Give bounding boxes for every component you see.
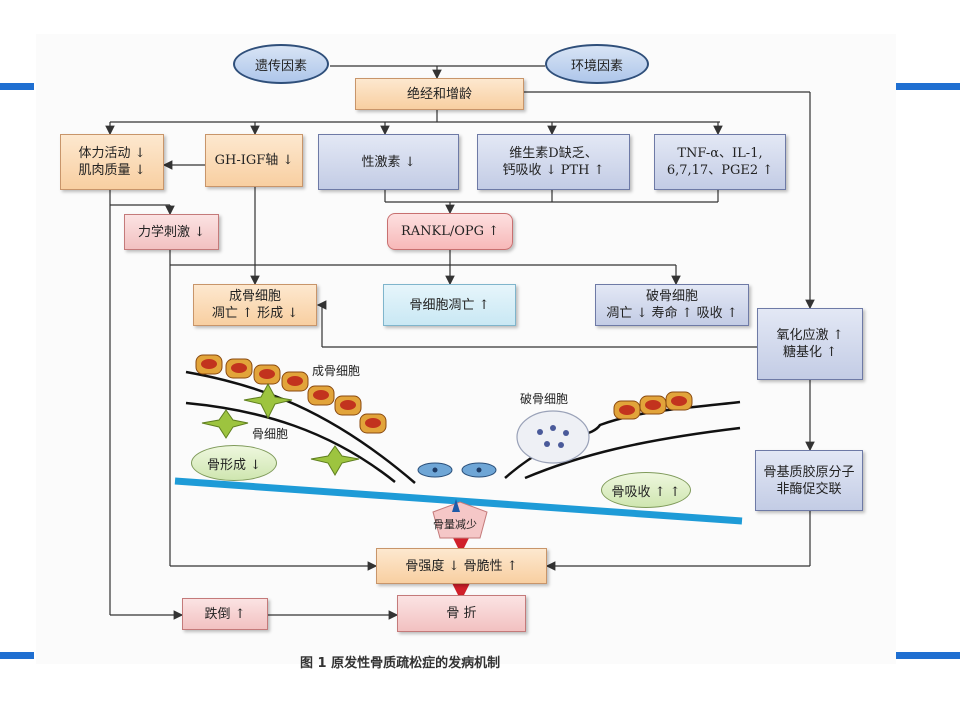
node-genetic-factors: 遗传因素: [233, 44, 329, 84]
node-sex-hormone: 性激素 ↓: [318, 134, 459, 190]
node-vitamin-d: 维生素D缺乏、 钙吸收 ↓ PTH ↑: [477, 134, 630, 190]
node-osteoblast-box: 成骨细胞 凋亡 ↑ 形成 ↓: [193, 284, 317, 326]
node-gh-igf-axis: GH-IGF轴 ↓: [205, 134, 303, 187]
slide-accent-bar-bottom-right: [896, 652, 960, 659]
node-bone-strength: 骨强度 ↓ 骨脆性 ↑: [376, 548, 547, 584]
figure-caption: 图 1 原发性骨质疏松症的发病机制: [300, 656, 501, 671]
node-oxidative-stress: 氧化应激 ↑ 糖基化 ↑: [757, 308, 863, 380]
node-osteoclast-box: 破骨细胞 凋亡 ↓ 寿命 ↑ 吸收 ↑: [595, 284, 749, 326]
bone-illustration: [174, 354, 743, 539]
node-falls: 跌倒 ↑: [182, 598, 268, 630]
node-collagen-crosslink: 骨基质胶原分子 非酶促交联: [755, 450, 863, 511]
slide-accent-bar-top-left: [0, 83, 34, 90]
label-osteoblast: 成骨细胞: [312, 364, 361, 378]
node-cytokines: TNF-α、IL-1, 6,7,17、PGE2 ↑: [654, 134, 786, 190]
label-bone-resorption: 骨吸收 ↑ ↑: [601, 472, 691, 508]
node-rankl-opg: RANKL/OPG ↑: [387, 213, 513, 250]
label-osteoclast: 破骨细胞: [520, 392, 569, 406]
slide-accent-bar-top-right: [896, 83, 960, 90]
label-bone-formation: 骨形成 ↓: [191, 445, 277, 481]
node-physical-activity: 体力活动 ↓ 肌肉质量 ↓: [60, 134, 164, 190]
node-mechanical-stimulus: 力学刺激 ↓: [124, 214, 219, 250]
node-menopause-aging: 绝经和增龄: [355, 78, 524, 110]
slide-accent-bar-bottom-left: [0, 652, 34, 659]
node-osteocyte-apoptosis: 骨细胞凋亡 ↑: [383, 284, 516, 326]
node-fracture: 骨 折: [397, 595, 526, 632]
node-environment-factors: 环境因素: [545, 44, 649, 84]
label-bone-loss: 骨量减少: [433, 518, 477, 531]
label-osteocyte: 骨细胞: [252, 427, 289, 441]
